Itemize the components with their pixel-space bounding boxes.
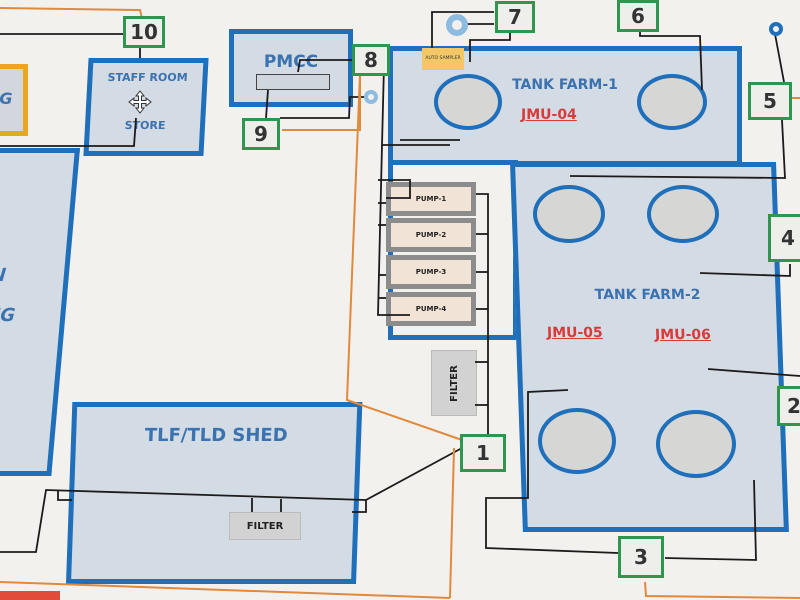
pmcc-room[interactable]: PMCC: [229, 29, 353, 107]
auto-sampler[interactable]: AUTO SAMPLER: [422, 48, 464, 70]
left-top-area[interactable]: G: [0, 64, 28, 136]
jmu-05-code: JMU-05: [546, 325, 604, 341]
pump-1[interactable]: PUMP-1: [386, 182, 476, 216]
tank-farm-1-tank-2[interactable]: [637, 74, 707, 130]
move-cursor-icon: [128, 90, 152, 114]
filter-vertical-label: FILTER: [448, 364, 460, 402]
wire-1-shed: [352, 447, 463, 513]
tank-farm-2-tank-2[interactable]: [647, 185, 719, 243]
tank-farm-2-tank-4[interactable]: [656, 410, 736, 478]
auto-sampler-label: AUTO SAMPLER: [425, 56, 461, 61]
node-9[interactable]: 9: [242, 118, 280, 150]
wire-5-top: [774, 33, 785, 83]
bottom-red-heading-fragment: [0, 591, 60, 600]
orange-line-top: [0, 7, 143, 19]
orange-line-3: [644, 581, 800, 599]
tlf-tld-shed-label: TLF/TLD SHED: [144, 425, 288, 446]
node-2[interactable]: 2: [777, 386, 800, 426]
filter-shed-label: FILTER: [246, 520, 284, 532]
tank-farm-1-tank-1[interactable]: [434, 74, 502, 130]
left-building[interactable]: N NG: [0, 148, 81, 476]
left-top-area-label: G: [0, 89, 13, 108]
valve-icon-tank-farm-1[interactable]: [446, 14, 468, 36]
node-5[interactable]: 5: [748, 82, 792, 120]
node-1[interactable]: 1: [460, 434, 506, 472]
tank-farm-2-label: TANK FARM-2: [594, 287, 701, 303]
valve-icon-right[interactable]: [769, 22, 783, 36]
store-label: STORE: [124, 119, 166, 132]
filter-shed[interactable]: FILTER: [229, 512, 301, 540]
node-7[interactable]: 7: [495, 1, 535, 33]
tank-farm-1-label: TANK FARM-1: [512, 77, 618, 93]
tank-farm-2-tank-1[interactable]: [533, 185, 605, 243]
node-6[interactable]: 6: [617, 0, 659, 32]
pmcc-panel: [256, 74, 330, 90]
pump-2[interactable]: PUMP-2: [386, 218, 476, 252]
orange-line-bottom: [0, 581, 451, 599]
jmu-06-code: JMU-06: [654, 327, 712, 343]
pmcc-label: PMCC: [263, 52, 319, 72]
valve-icon-pmcc[interactable]: [364, 90, 378, 104]
node-10[interactable]: 10: [123, 16, 165, 48]
left-building-label-2: NG: [0, 305, 17, 326]
tlf-tld-shed[interactable]: TLF/TLD SHED: [66, 402, 363, 584]
node-8[interactable]: 8: [352, 44, 390, 76]
staff-room-label: STAFF ROOM: [107, 71, 188, 84]
tank-farm-2-tank-3[interactable]: [538, 408, 616, 474]
jmu-04-code: JMU-04: [521, 107, 577, 123]
left-building-label-1: N: [0, 265, 7, 286]
node-4[interactable]: 4: [768, 214, 800, 262]
pump-3[interactable]: PUMP-3: [386, 255, 476, 289]
pump-4[interactable]: PUMP-4: [386, 292, 476, 326]
filter-vertical[interactable]: FILTER: [431, 350, 477, 416]
orange-line-1-bottom: [449, 447, 455, 599]
node-3[interactable]: 3: [618, 536, 664, 578]
